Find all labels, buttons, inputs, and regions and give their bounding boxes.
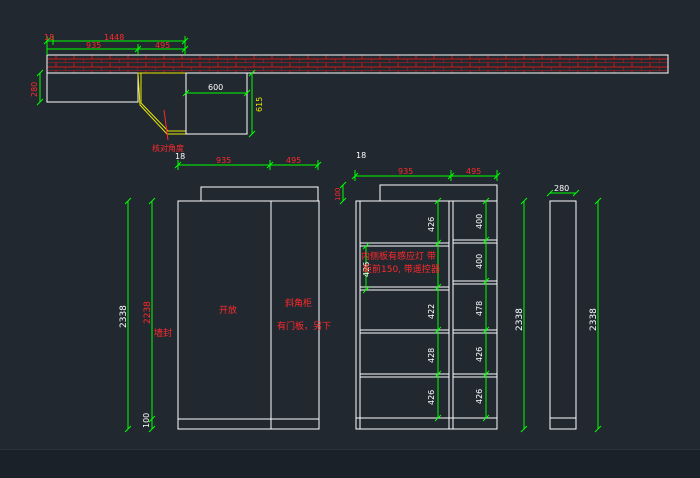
section-right-shelf-1: 400 bbox=[475, 214, 484, 229]
plan-dim-door-width: 600 bbox=[208, 83, 223, 92]
section-right-shelf-3: 478 bbox=[475, 301, 484, 316]
section-left-shelf-2: 426 bbox=[362, 262, 371, 277]
front-dim-height: 2338 bbox=[119, 305, 129, 328]
side-view: 280 2338 bbox=[546, 184, 602, 433]
plan-dim-total: 1448 bbox=[104, 33, 124, 42]
section-right-shelf-5: 426 bbox=[475, 389, 484, 404]
plan-note: 核对角度 bbox=[152, 143, 184, 153]
section-right-shelf-2: 400 bbox=[475, 254, 484, 269]
status-bar bbox=[0, 449, 700, 478]
plan-right-cabinet bbox=[185, 72, 248, 135]
section-dim-left-offset: 18 bbox=[356, 151, 366, 160]
plan-note-leader bbox=[163, 109, 169, 141]
front-dim-base: 100 bbox=[142, 413, 151, 428]
section-right-shelf-4: 426 bbox=[475, 347, 484, 362]
section-note-line1: 内侧板有感应灯 带 bbox=[361, 250, 436, 262]
section-dim-height: 2338 bbox=[515, 308, 525, 331]
section-note-line2: 距前150, 带遥控器 bbox=[363, 263, 440, 275]
section-dim-top: 100 bbox=[334, 188, 342, 201]
brick-wall bbox=[46, 54, 669, 74]
section-left-shelf-1: 426 bbox=[427, 217, 436, 232]
front-label-left-side: 墙封 bbox=[154, 327, 172, 339]
section-dim-width-b: 495 bbox=[466, 167, 481, 176]
section-left-shelves bbox=[359, 242, 450, 378]
plan-dim-door-depth: 615 bbox=[255, 97, 264, 112]
side-dim-height: 2338 bbox=[589, 308, 599, 331]
section-view: 18 935 495 100 bbox=[334, 151, 528, 433]
front-dim-inner-height: 2238 bbox=[143, 301, 153, 324]
plan-dim-left-offset: 18 bbox=[44, 33, 54, 42]
front-elevation: 18 935 495 2338 2238 100 墙封 开放 斜角柜 有门板，另… bbox=[119, 152, 331, 433]
front-dim-width-b: 495 bbox=[286, 156, 301, 165]
section-dim-width-a: 935 bbox=[398, 167, 413, 176]
section-cabinet-body bbox=[355, 200, 498, 430]
section-left-shelf-5: 426 bbox=[427, 390, 436, 405]
section-top-box bbox=[379, 184, 498, 202]
plan-left-cabinet bbox=[46, 72, 139, 103]
plan-dim-depth: 280 bbox=[30, 82, 39, 97]
front-label-door: 有门板，另下 bbox=[277, 320, 331, 332]
plan-dim-part-b: 495 bbox=[155, 41, 170, 50]
side-panel bbox=[549, 200, 577, 430]
plan-dim-part-a: 935 bbox=[86, 41, 101, 50]
cad-drawing: 18 1448 935 495 280 600 615 bbox=[30, 33, 669, 433]
plan-top-dimensions bbox=[43, 36, 189, 55]
front-label-open: 开放 bbox=[219, 304, 237, 316]
front-top-box bbox=[200, 186, 319, 202]
front-dim-width-a: 935 bbox=[216, 156, 231, 165]
side-dim-depth: 280 bbox=[554, 184, 569, 193]
section-left-shelf-3: 422 bbox=[427, 304, 436, 319]
plan-corner-cabinet bbox=[137, 72, 187, 135]
section-right-shelves bbox=[452, 239, 498, 378]
front-cabinet-body bbox=[177, 200, 320, 430]
section-left-shelf-4: 428 bbox=[427, 348, 436, 363]
plan-view: 18 1448 935 495 280 600 615 bbox=[30, 33, 669, 153]
front-label-corner: 斜角柜 bbox=[285, 297, 312, 309]
front-dim-left-offset: 18 bbox=[175, 152, 185, 161]
